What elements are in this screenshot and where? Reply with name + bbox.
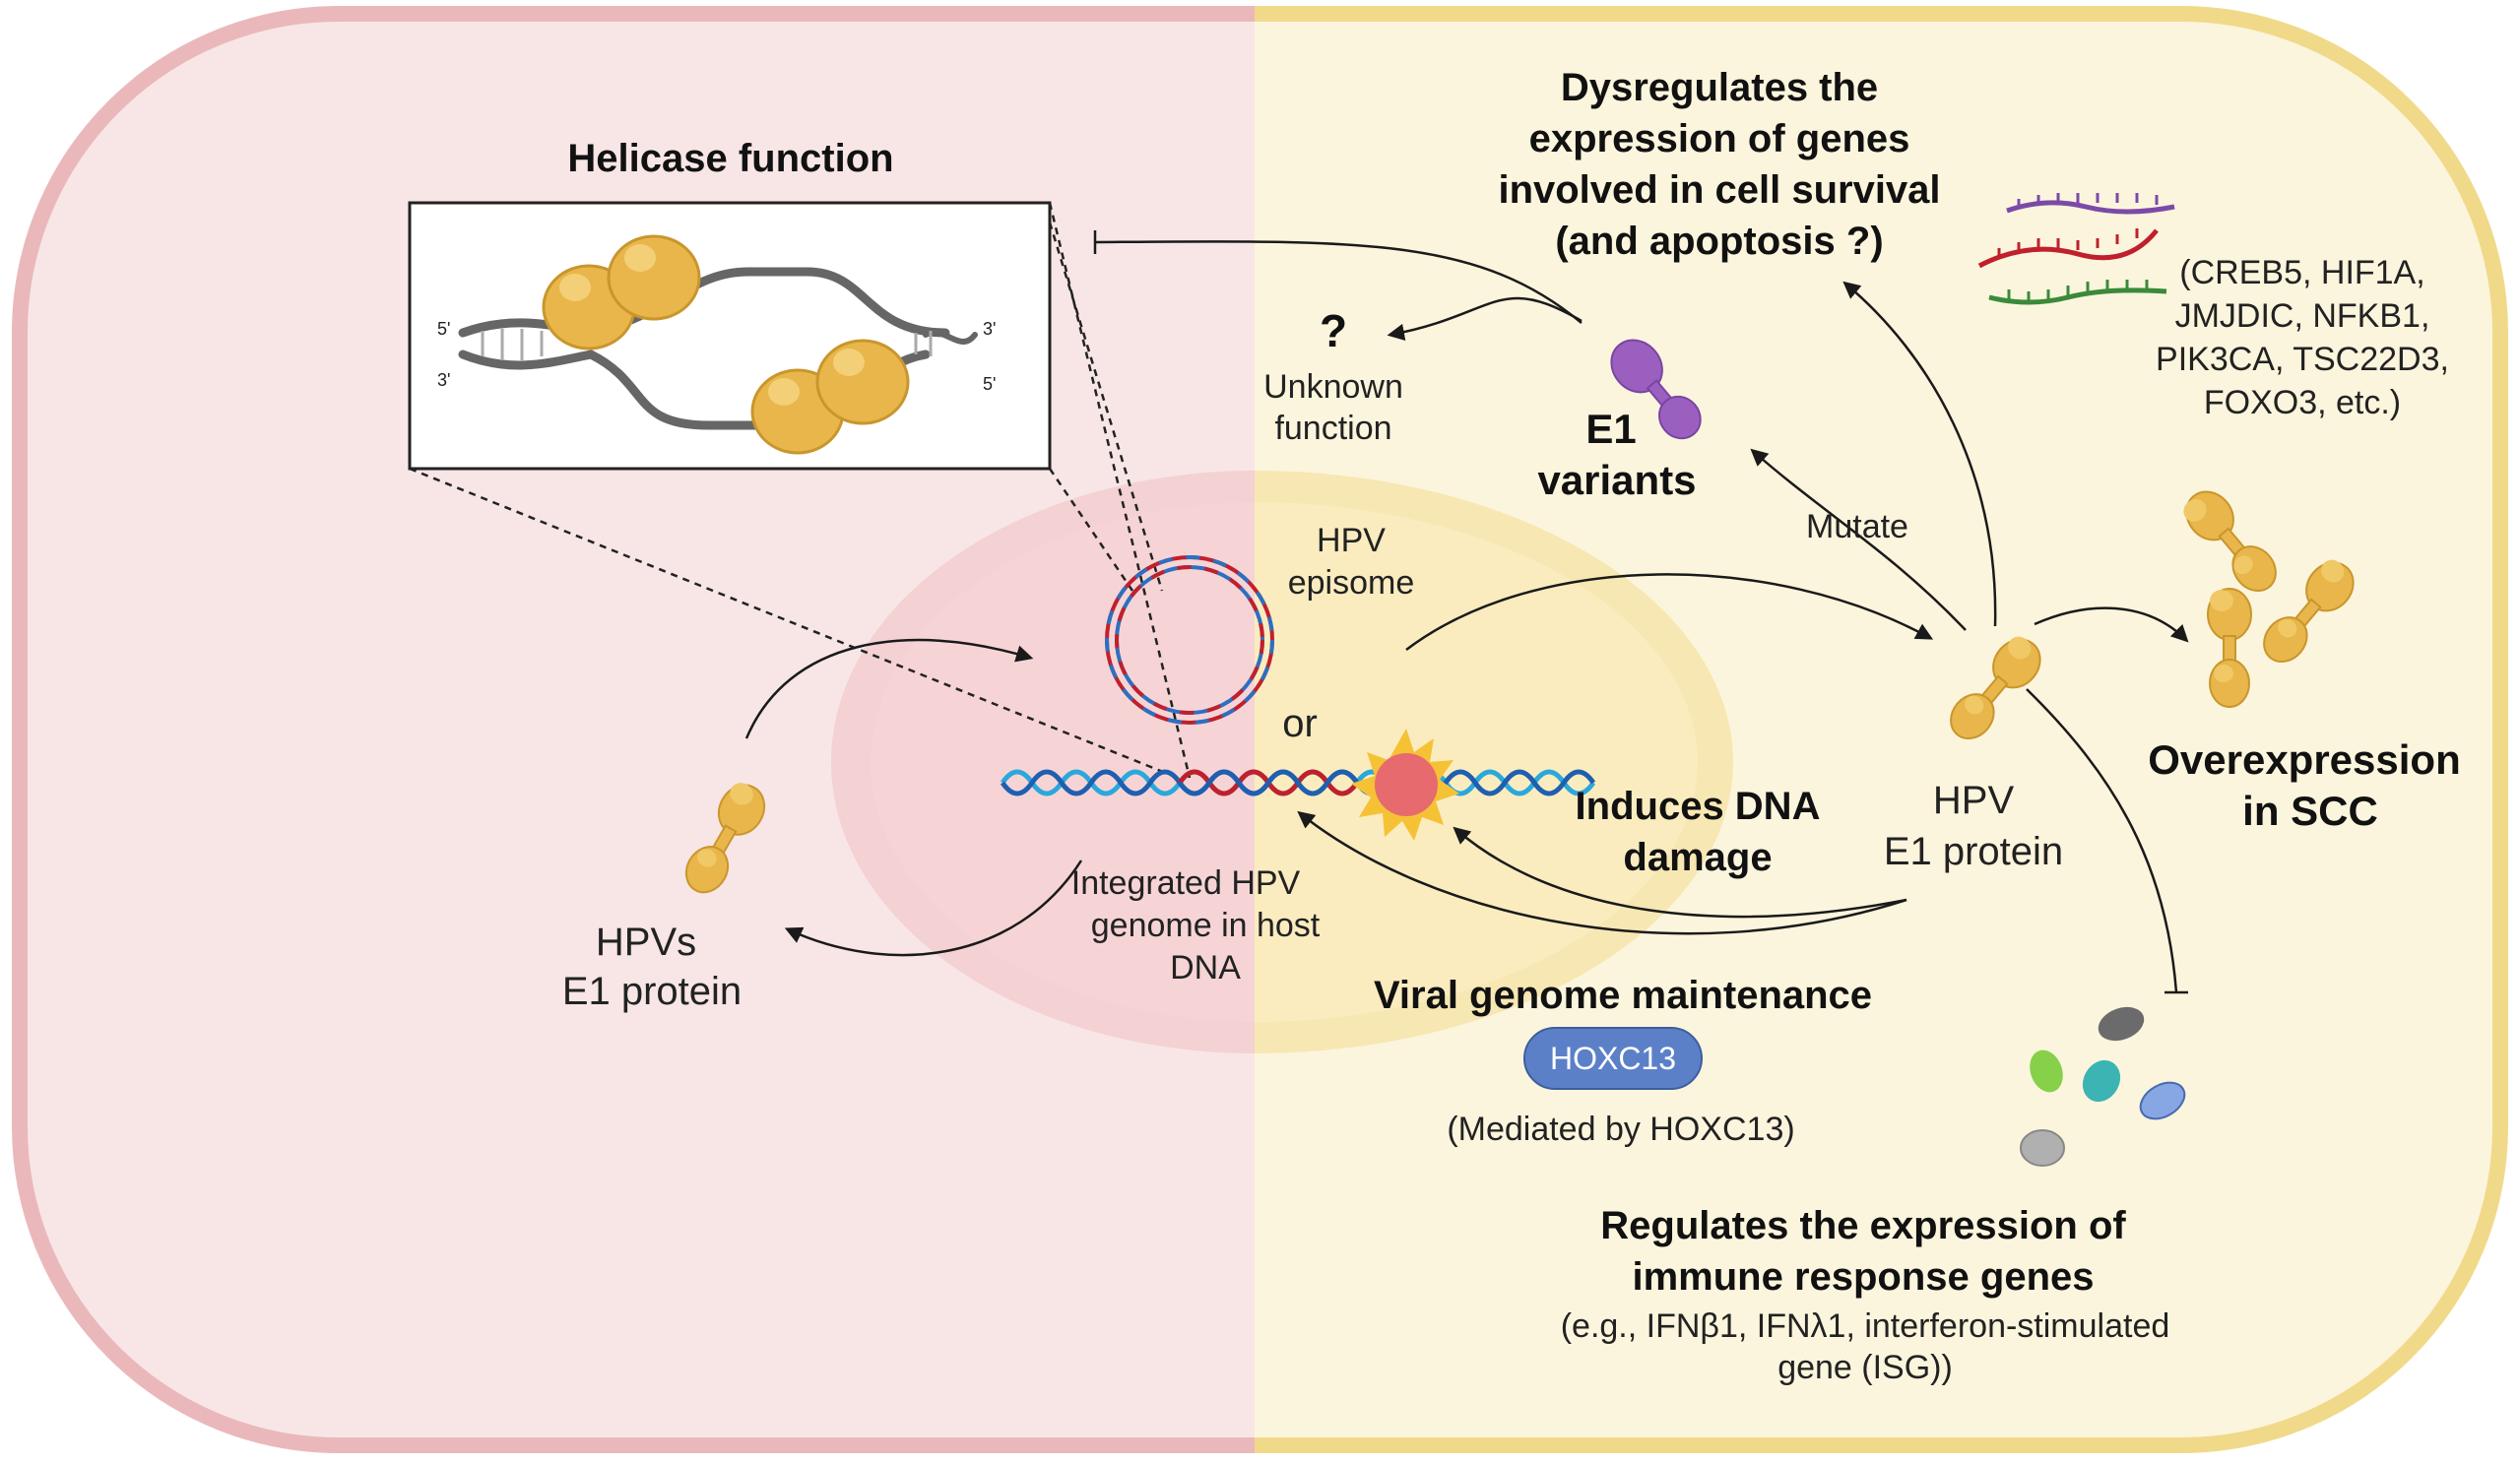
strand-end-5-top-left: 5' — [437, 319, 450, 339]
integrated-label-line1: Integrated HPV — [1071, 864, 1301, 902]
dysregulates-line3: involved in cell survival — [1498, 168, 1940, 212]
overexpression-line1: Overexpression — [2148, 736, 2461, 783]
nucleus — [831, 471, 1733, 1053]
immune-line2: immune response genes — [1632, 1255, 2094, 1299]
immune-detail-line1: (e.g., IFNβ1, IFNλ1, interferon-stimulat… — [1561, 1307, 2170, 1345]
unknown-line2: function — [1274, 410, 1391, 447]
hpv-e1-label-line2: E1 protein — [1884, 830, 2063, 873]
e1-variants-line2: variants — [1537, 457, 1696, 503]
inhibit-variants-to-helicase — [1094, 240, 1583, 324]
arrow-hpv-e1-to-damage — [1453, 826, 1907, 919]
zoom-lines — [409, 202, 1192, 780]
episome-label-line2: episome — [1288, 564, 1415, 602]
strand-end-3-bottom-left: 3' — [437, 370, 450, 390]
dysregulates-line4: (and apoptosis ?) — [1555, 220, 1883, 263]
dysregulates-line2: expression of genes — [1529, 117, 1910, 160]
genes-line3: PIK3CA, TSC22D3, — [2156, 341, 2449, 378]
mutate-label: Mutate — [1806, 508, 1908, 545]
arrow-hpv-e1-to-dysregulates — [1842, 281, 1997, 627]
rna-transcripts-icon — [1977, 193, 2175, 305]
strand-end-3-top-right: 3' — [983, 319, 996, 339]
arrow-left-e1-to-episome — [744, 638, 1034, 739]
inhibit-hpv-e1-to-immune — [2026, 688, 2178, 993]
arrows — [744, 230, 2189, 994]
hoxc13-badge — [1523, 1027, 1703, 1090]
hpvs-e1-label-line1: HPVs — [596, 921, 696, 964]
genes-line4: FOXO3, etc.) — [2204, 384, 2401, 421]
maintenance-title: Viral genome maintenance — [1374, 974, 1872, 1017]
dna-damage-line2: damage — [1623, 836, 1772, 879]
dna-rungs — [481, 329, 933, 360]
immune-molecules-icon — [2020, 1006, 2186, 1167]
integrated-dna — [1000, 769, 1596, 796]
immune-line1: Regulates the expression of — [1600, 1204, 2126, 1247]
hpv-episome-circle — [1105, 555, 1274, 725]
dna-damage-line1: Induces DNA — [1576, 785, 1821, 828]
unknown-mark: ? — [1320, 305, 1347, 356]
unknown-line1: Unknown — [1263, 368, 1403, 406]
strand-end-5-bottom-right: 5' — [983, 374, 996, 394]
episome-label-line1: HPV — [1317, 522, 1386, 559]
dysregulates-line1: Dysregulates the — [1561, 66, 1878, 109]
hpvs-e1-label-line2: E1 protein — [562, 970, 742, 1013]
helicase-title: Helicase function — [567, 137, 893, 180]
or-label: or — [1282, 702, 1318, 745]
hoxc13-badge-label: HOXC13 — [1550, 1041, 1676, 1076]
integrated-label-line2: genome in host — [1091, 907, 1321, 944]
dna-damage-burst — [1351, 729, 1459, 841]
arrow-hpv-e1-to-overexpression — [2034, 606, 2189, 643]
helicase-hexamer-1 — [542, 234, 701, 350]
maintenance-note: (Mediated by HOXC13) — [1447, 1111, 1794, 1148]
genes-line2: JMJDIC, NFKB1, — [2175, 297, 2430, 335]
helicase-hexamer-2 — [750, 339, 910, 455]
e1-variant-protein-icon — [1610, 339, 1702, 440]
helicase-panel: Helicase function 5' 3' 3' 5' — [408, 137, 1052, 471]
e1-variants-line1: E1 — [1585, 406, 1636, 452]
immune-detail-line2: gene (ISG)) — [1777, 1349, 1953, 1386]
arrow-hpv-e1-to-integrated — [1297, 810, 1907, 935]
overexpression-line2: in SCC — [2242, 788, 2378, 834]
genes-line1: (CREB5, HIF1A, — [2179, 254, 2424, 291]
integrated-label-line3: DNA — [1170, 949, 1241, 987]
arrow-hpv-e1-to-variants — [1750, 448, 1967, 631]
arrow-episome-to-hpv-e1 — [1405, 573, 1934, 651]
hpv-e1-label-line1: HPV — [1933, 779, 2015, 822]
arrow-integrated-to-left-e1 — [784, 859, 1083, 957]
arrow-variants-to-unknown — [1387, 296, 1583, 342]
